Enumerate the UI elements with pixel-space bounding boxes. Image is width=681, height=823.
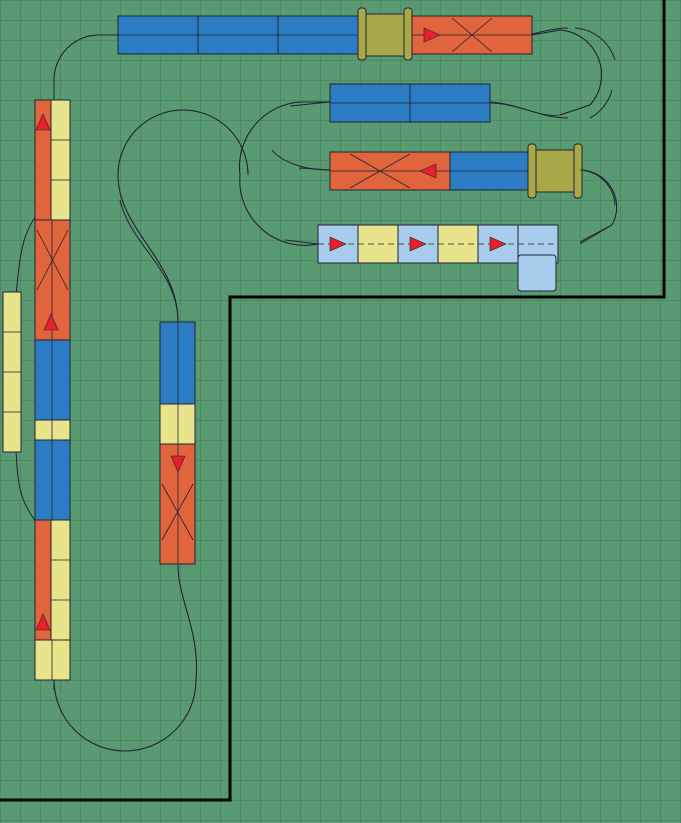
curve-upper-right-purple-a bbox=[531, 27, 569, 35]
straight-inner-blue bbox=[159, 321, 196, 405]
arrow-up-left-1 bbox=[35, 113, 51, 131]
straight-left-yellow-2 bbox=[34, 639, 71, 681]
track-straights bbox=[2, 7, 583, 681]
curve-top-right-orange-low bbox=[589, 89, 613, 119]
bridge-top bbox=[359, 13, 411, 57]
bridge-middle bbox=[529, 149, 581, 193]
straight-left-blue-2 bbox=[34, 439, 71, 521]
curve-top-right-orange bbox=[574, 27, 616, 61]
curve-right-section-purple-b bbox=[284, 239, 319, 245]
curve-inner-hairpin-purple bbox=[271, 149, 331, 171]
straight-left-yellow-1 bbox=[34, 419, 71, 441]
arrow-left-middle bbox=[419, 163, 437, 179]
arrow-start-3 bbox=[489, 236, 507, 252]
arrow-start-1 bbox=[329, 236, 347, 252]
arrow-up-left-3 bbox=[35, 613, 51, 631]
straight-inner-yellow bbox=[159, 403, 196, 445]
arrow-right-top bbox=[423, 27, 441, 43]
arrow-up-left-2 bbox=[43, 313, 59, 331]
curve-inner-hairpin bbox=[299, 167, 331, 171]
start-pit-lane bbox=[517, 254, 557, 292]
lane-lines bbox=[53, 29, 618, 752]
board-boundary-wall bbox=[0, 0, 666, 802]
curve-right-section-purple-a bbox=[289, 101, 331, 107]
straight-left-blue-1 bbox=[34, 339, 71, 421]
arrow-down-inner bbox=[170, 455, 186, 473]
arrow-start-2 bbox=[409, 236, 427, 252]
